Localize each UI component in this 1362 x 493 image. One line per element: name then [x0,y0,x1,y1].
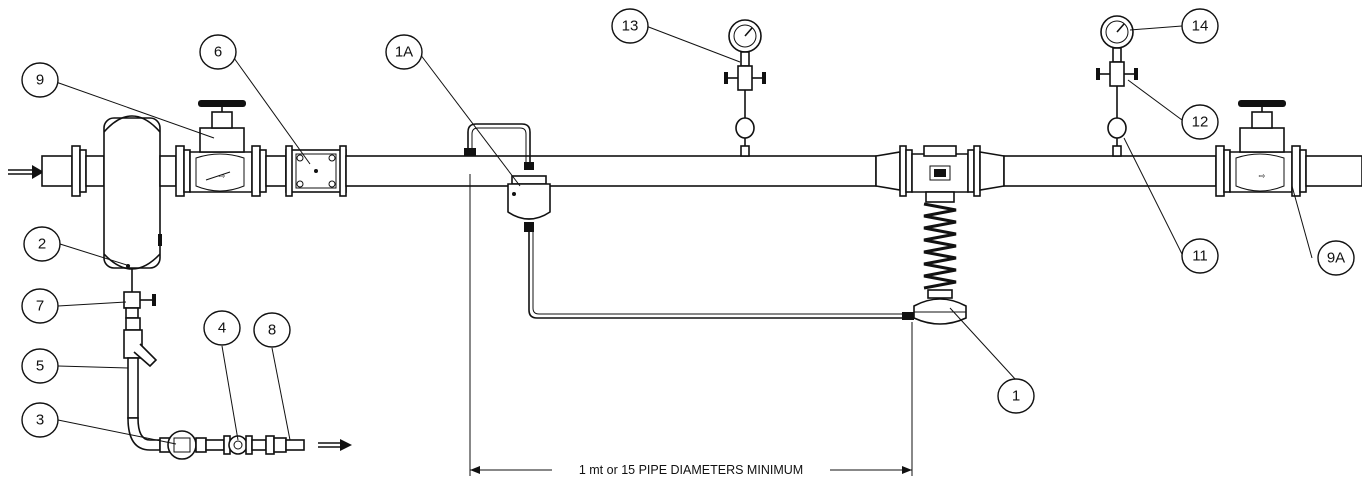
callout-3: 3 [21,402,59,438]
reducing-valve-1 [911,145,969,325]
pressure-gauge-14 [1096,15,1138,157]
globe-valve-9A: ⇨ [1229,100,1293,193]
condensate-pot-1A [507,175,551,232]
leader-lines [55,25,1313,445]
svg-text:1: 1 [1012,388,1020,405]
callout-7: 7 [21,288,59,324]
callout-12: 12 [1181,104,1219,140]
steam-trap-3 [159,430,207,460]
separator-vessel [103,115,162,282]
svg-text:11: 11 [1192,248,1208,265]
spring-bellows [923,202,957,290]
sight-glass-4 [223,435,253,455]
callout-5: 5 [21,348,59,384]
outlet-arrow [318,439,352,451]
callout-4: 4 [203,310,241,346]
svg-text:2: 2 [38,236,46,253]
svg-text:4: 4 [218,320,226,337]
pressure-gauge-13 [724,19,766,157]
svg-text:13: 13 [622,18,639,35]
callout-1A: 1A [385,34,423,70]
svg-text:5: 5 [36,358,44,375]
inlet-arrow [8,165,44,179]
svg-text:1A: 1A [395,44,413,61]
callout-1: 1 [997,378,1035,414]
dimension-text: 1 mt or 15 PIPE DIAMETERS MINIMUM [579,463,803,477]
svg-text:7: 7 [36,298,44,315]
callout-13: 13 [611,8,649,44]
callout-11: 11 [1181,238,1219,274]
flanged-strainer-6 [285,145,347,197]
globe-valve-9: ⇨ [189,100,253,193]
svg-text:12: 12 [1192,114,1209,131]
svg-text:⇨: ⇨ [219,172,226,181]
callout-2: 2 [23,226,61,262]
svg-text:9A: 9A [1327,250,1345,267]
callout-6: 6 [199,34,237,70]
callout-14: 14 [1181,8,1219,44]
sensing-line [464,123,914,320]
svg-text:3: 3 [36,412,44,429]
callout-9A: 9A [1317,240,1355,276]
dimension-line: 1 mt or 15 PIPE DIAMETERS MINIMUM [469,174,913,477]
main-pipeline: ⇨ [8,100,1362,325]
callout-9: 9 [21,62,59,98]
svg-text:⇨: ⇨ [1259,172,1266,181]
drain-assembly [123,282,352,460]
callout-8: 8 [253,312,291,348]
svg-text:14: 14 [1192,18,1209,35]
svg-text:9: 9 [36,72,44,89]
svg-text:6: 6 [214,44,222,61]
svg-text:8: 8 [268,322,276,339]
